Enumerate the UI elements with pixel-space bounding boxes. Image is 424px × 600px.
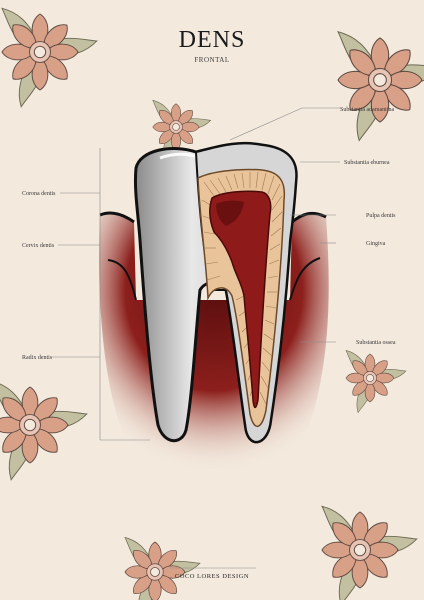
flower-ornament-top-left	[1, 7, 98, 108]
label-gingiva: Gingiva	[366, 241, 386, 247]
flower-ornament-bottom-center	[124, 537, 201, 600]
label-radix-dentis: Radix dentis	[22, 355, 53, 361]
label-corona-dentis: Corona dentis	[22, 191, 56, 197]
designer-credit: COCO LORES DESIGN	[175, 573, 249, 580]
flower-ornament-bottom-right	[321, 505, 418, 600]
flower-ornament-left-middle	[0, 380, 88, 481]
label-substantia-adamantina: Substantia adamantina	[340, 107, 394, 113]
poster-title: DENS	[179, 27, 246, 53]
label-cervix-dentis: Cervix dentis	[22, 243, 55, 249]
anatomical-labels: Corona dentis Cervix dentis Radix dentis…	[22, 107, 396, 361]
flower-ornament-right-middle	[345, 350, 407, 413]
flower-ornament-top-right	[337, 31, 424, 142]
tooth-illustration	[133, 141, 298, 444]
label-leader-lines	[52, 107, 340, 441]
label-pulpa-dentis: Pulpa dentis	[366, 213, 396, 219]
label-substantia-ossea: Substantia ossea	[356, 340, 396, 346]
label-substantia-eburnea: Substantia eburnea	[344, 160, 390, 166]
poster-subtitle: FRONTAL	[194, 56, 229, 64]
